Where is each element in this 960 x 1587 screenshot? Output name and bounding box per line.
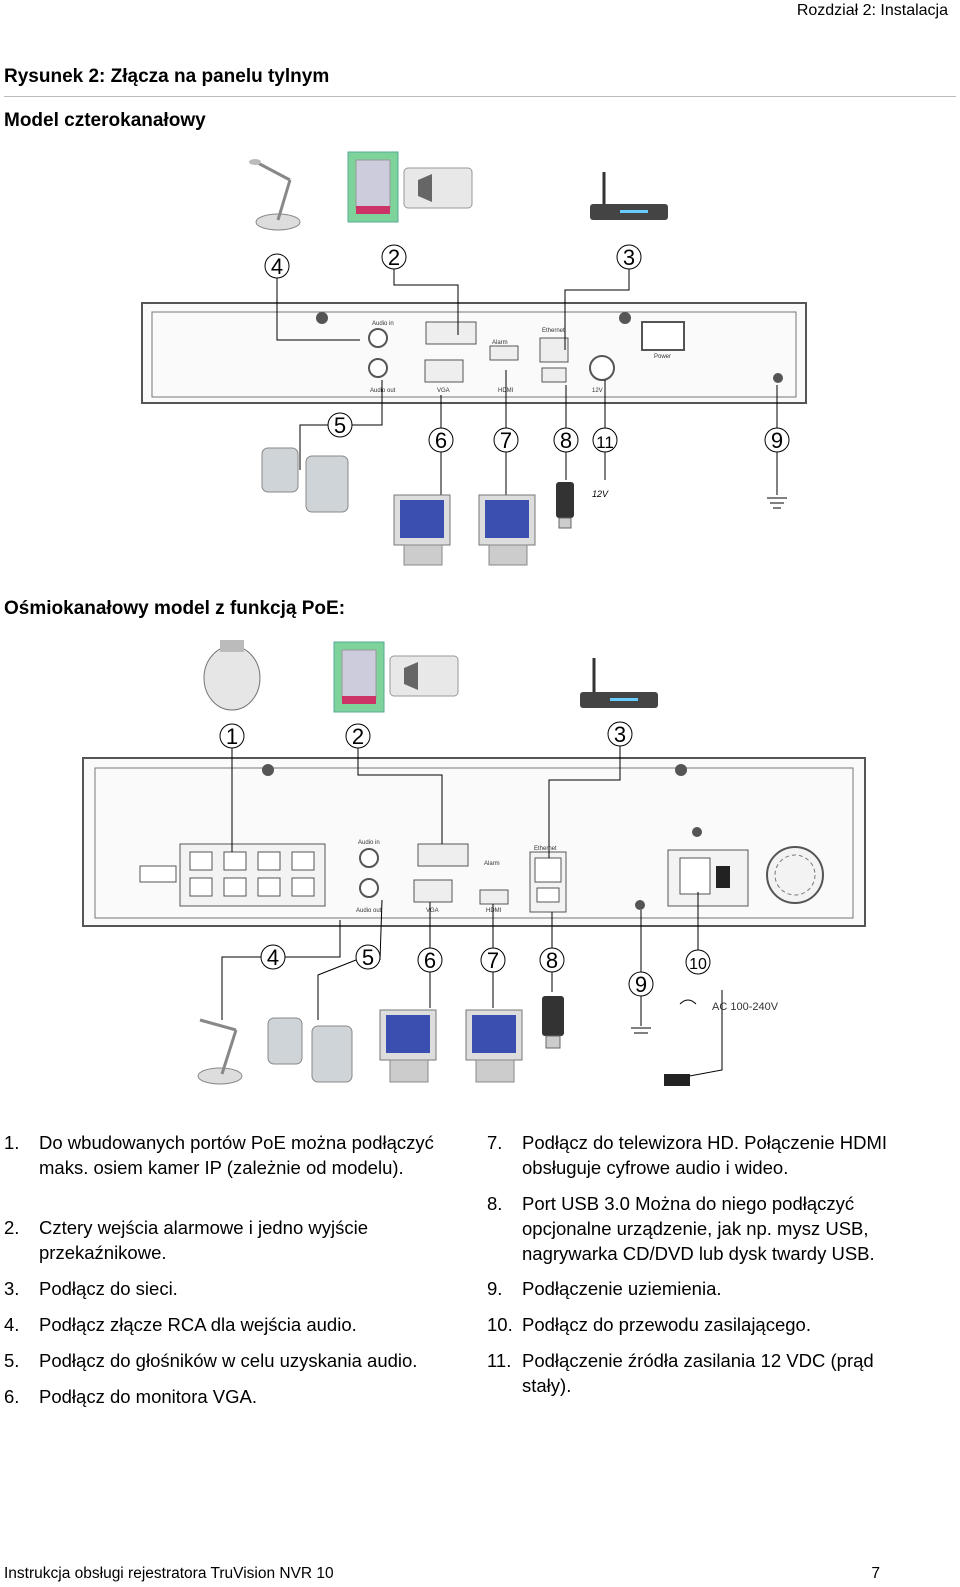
dc-label: 12V (592, 489, 609, 499)
ac-wave-icon (679, 999, 697, 1005)
list-number: 11. (487, 1350, 512, 1371)
diagram-8ch: 1 2 3 Audio in Audio out VGA HDMI Alarm … (82, 640, 866, 1086)
speakers-icon (267, 1017, 353, 1083)
svg-text:7: 7 (500, 428, 512, 453)
svg-text:8: 8 (546, 948, 558, 973)
list-text: Podłącz do głośników w celu uzyskania au… (39, 1350, 418, 1371)
list-text: Podłącz do monitora VGA. (39, 1386, 257, 1407)
list-number: 7. (487, 1132, 503, 1153)
dome-camera-icon (203, 640, 261, 711)
list-number: 1. (4, 1132, 20, 1153)
audio-in-label: Audio in (358, 840, 380, 846)
svg-text:2: 2 (352, 724, 364, 749)
siren-icon (403, 167, 473, 209)
callout-5 (355, 944, 381, 970)
ac-label: AC 100-240V (712, 1001, 779, 1013)
callout-7 (480, 947, 506, 973)
monitor-icon (478, 494, 536, 566)
footer-text: Instrukcja obsługi rejestratora TruVisio… (4, 1565, 334, 1582)
monitor-icon (379, 1009, 437, 1083)
svg-text:VGA: VGA (437, 388, 450, 394)
nvr-4ch-rear-panel: Audio in Audio out VGA HDMI Alarm Ethern… (141, 302, 807, 404)
svg-text:9: 9 (635, 972, 647, 997)
callouts-8ch-top: 1 2 3 (219, 721, 633, 749)
list-text: Podłączenie uziemienia. (522, 1278, 722, 1299)
svg-text:Ethernet: Ethernet (542, 328, 565, 334)
callouts-8ch-bottom: 4 5 6 7 8 9 10 (260, 944, 711, 997)
microphone-icon (249, 159, 301, 231)
ethernet-label: Ethernet (534, 846, 557, 852)
usb-drive-icon (542, 996, 564, 1049)
svg-text:6: 6 (435, 428, 447, 453)
svg-text:1: 1 (226, 724, 238, 749)
connector-lines-4ch (276, 269, 787, 509)
list-number: 10. (487, 1314, 513, 1335)
callout-4 (260, 944, 286, 970)
microphone-icon (197, 1018, 243, 1085)
list-text: Podłącz do sieci. (39, 1278, 178, 1299)
list-number: 3. (4, 1278, 20, 1299)
list-text: Podłączenie źródła zasilania 12 VDC (prą… (522, 1350, 874, 1396)
list-text: Cztery wejścia alarmowe i jedno wyjście … (39, 1217, 368, 1263)
svg-text:6: 6 (424, 948, 436, 973)
list-number: 9. (487, 1278, 503, 1299)
router-icon (580, 658, 658, 708)
audio-out-label: Audio out (356, 908, 382, 914)
alarm-label: Alarm (484, 861, 500, 867)
svg-text:5: 5 (362, 945, 374, 970)
svg-text:7: 7 (487, 948, 499, 973)
alarm-sensor-icon (347, 151, 399, 223)
svg-text:3: 3 (623, 245, 635, 270)
callouts-4ch: 4 2 3 5 6 7 8 11 9 (264, 244, 790, 453)
list-text: Do wbudowanych portów PoE można podłączy… (39, 1132, 434, 1178)
page-header: Rozdział 2: Instalacja (796, 2, 948, 19)
svg-text:Power: Power (654, 354, 671, 360)
list-number: 5. (4, 1350, 20, 1371)
vga-label: VGA (426, 908, 439, 914)
list-number: 2. (4, 1217, 20, 1238)
svg-text:Audio out: Audio out (370, 388, 396, 394)
callout-9 (628, 971, 654, 997)
list-number: 6. (4, 1386, 20, 1407)
svg-text:Audio in: Audio in (372, 321, 394, 327)
svg-text:10: 10 (689, 956, 707, 973)
nvr-8ch-rear-panel: Audio in Audio out VGA HDMI Alarm Ethern… (82, 757, 866, 927)
diagram-4ch: Audio in Audio out VGA HDMI Alarm Ethern… (141, 151, 807, 566)
figure-title: Rysunek 2: Złącza na panelu tylnym (4, 66, 330, 87)
svg-text:12V: 12V (592, 388, 603, 394)
svg-text:4: 4 (271, 254, 283, 279)
list-text: Podłącz do telewizora HD. Połączenie HDM… (522, 1132, 888, 1178)
list-number: 8. (487, 1193, 503, 1214)
svg-text:8: 8 (560, 428, 572, 453)
svg-text:3: 3 (614, 722, 626, 747)
page-number: 7 (871, 1565, 880, 1582)
speakers-icon (261, 447, 349, 513)
list-text: Podłącz do przewodu zasilającego. (522, 1314, 811, 1335)
usb-drive-icon (556, 482, 574, 529)
list-text: Podłącz złącze RCA dla wejścia audio. (39, 1314, 357, 1335)
router-icon (590, 172, 668, 220)
svg-text:Alarm: Alarm (492, 340, 508, 346)
svg-text:4: 4 (267, 945, 279, 970)
hdmi-label: HDMI (486, 908, 502, 914)
siren-icon (389, 655, 459, 697)
list-number: 4. (4, 1314, 20, 1335)
svg-text:11: 11 (596, 433, 614, 452)
callout-6 (417, 947, 443, 973)
title-divider (4, 96, 956, 97)
callout-8 (539, 947, 565, 973)
svg-text:2: 2 (388, 245, 400, 270)
monitor-icon (393, 494, 451, 566)
alarm-sensor-icon (333, 641, 385, 713)
monitor-icon (465, 1009, 523, 1083)
model-4ch-title: Model czterokanałowy (4, 110, 206, 131)
model-8ch-title: Ośmiokanałowy model z funkcją PoE: (4, 598, 346, 619)
list-text: Port USB 3.0 Można do niego podłączyć op… (522, 1193, 875, 1264)
svg-text:5: 5 (334, 413, 346, 438)
power-plug-icon (664, 1074, 690, 1086)
callout-10 (685, 949, 711, 975)
svg-text:9: 9 (771, 428, 783, 453)
